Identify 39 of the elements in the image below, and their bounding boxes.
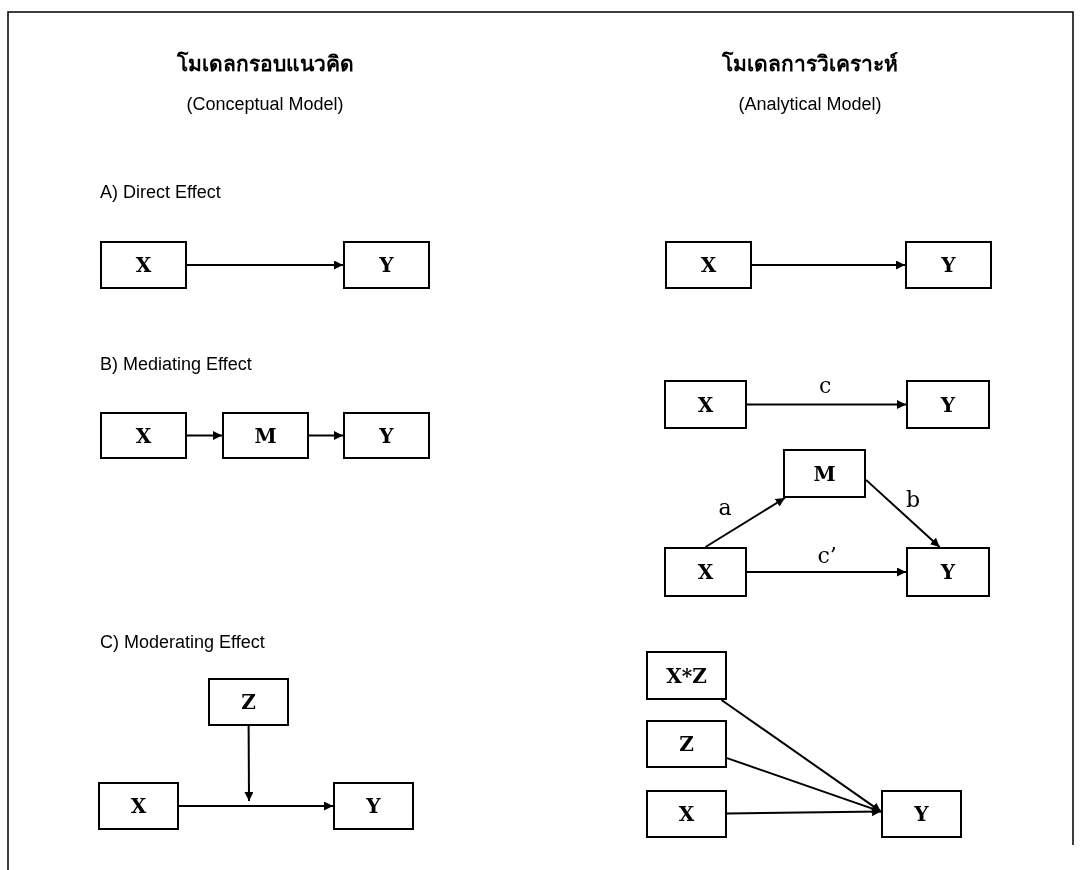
arrow <box>308 431 344 440</box>
variable-box: Y <box>881 790 962 838</box>
arrow <box>751 260 906 270</box>
section-label: A) Direct Effect <box>100 182 221 204</box>
variable-box: X <box>100 412 187 459</box>
heading: โมเดลกรอบแนวคิด <box>176 50 354 79</box>
arrow <box>865 478 941 548</box>
arrow <box>726 807 882 817</box>
arrow <box>726 757 882 813</box>
arrow <box>704 497 786 548</box>
arrow <box>244 725 254 802</box>
subheading: (Analytical Model) <box>738 94 882 116</box>
variable-box: X <box>98 782 179 830</box>
variable-box: X <box>100 241 187 289</box>
variable-box: X*Z <box>646 651 727 700</box>
variable-box: X <box>665 241 752 289</box>
variable-box: M <box>783 449 866 498</box>
heading: โมเดลการวิเคราะห์ <box>722 50 898 79</box>
arrow <box>720 699 882 813</box>
variable-box: Y <box>906 380 990 429</box>
variable-box: Y <box>343 241 430 289</box>
variable-box: Y <box>333 782 414 830</box>
section-label: B) Mediating Effect <box>100 354 252 376</box>
variable-box: Y <box>343 412 430 459</box>
section-label: C) Moderating Effect <box>100 632 265 654</box>
arrow <box>746 400 907 409</box>
subheading: (Conceptual Model) <box>186 94 344 116</box>
variable-box: Y <box>905 241 992 289</box>
variable-box: Z <box>208 678 289 726</box>
variable-box: X <box>664 547 747 597</box>
variable-box: X <box>646 790 727 838</box>
arrow <box>178 801 334 811</box>
variable-box: X <box>664 380 747 429</box>
arrow <box>186 260 344 270</box>
variable-box: Y <box>906 547 990 597</box>
arrow <box>186 431 223 440</box>
variable-box: M <box>222 412 309 459</box>
variable-box: Z <box>646 720 727 768</box>
arrow <box>746 567 907 577</box>
